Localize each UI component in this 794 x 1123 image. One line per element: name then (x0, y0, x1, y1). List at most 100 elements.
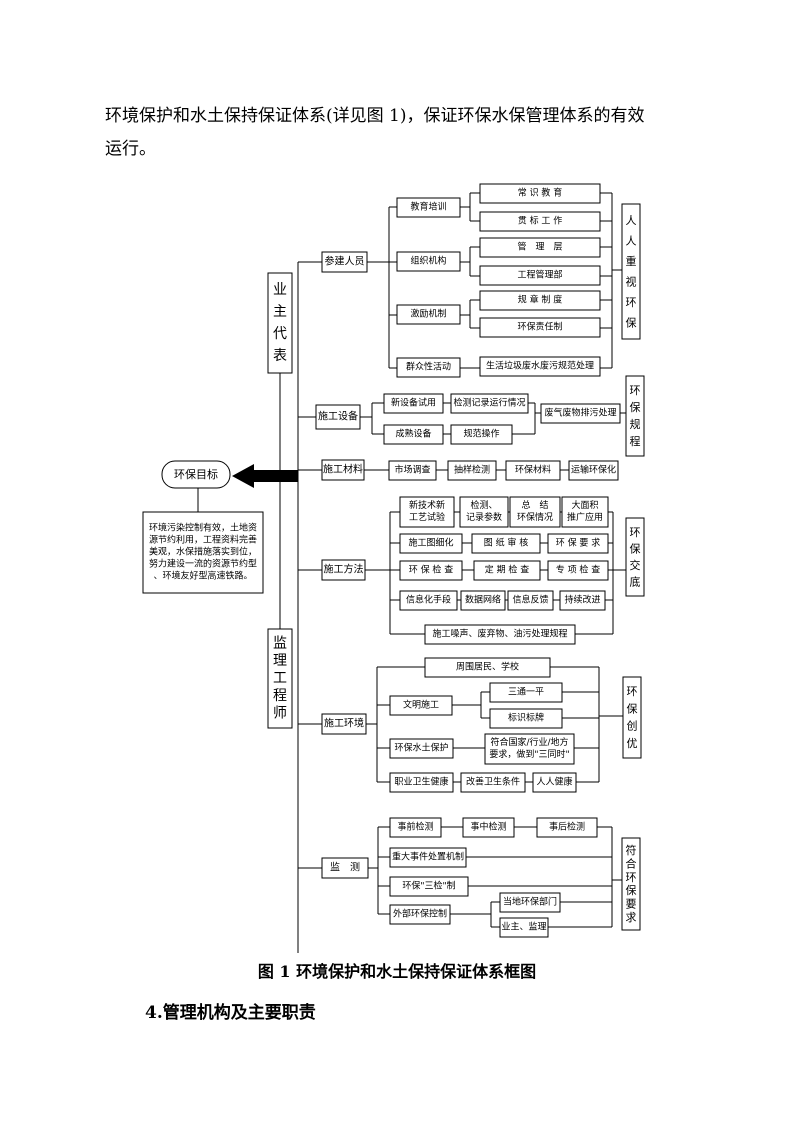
new-technology-box-label: 新技术新 (409, 499, 445, 511)
sampling-test-box-label: 抽样检测 (454, 464, 490, 476)
soil-protection-box: 环保水土保护 (389, 738, 454, 759)
result-monitor-box-char: 合 (626, 857, 637, 871)
pre-inspection-box: 事前检测 (389, 817, 442, 838)
waste-handling-box-label: 生活垃圾废水废污规范处理 (486, 360, 594, 372)
local-env-dept-box-label: 当地环保部门 (503, 896, 557, 908)
section-heading: 4.管理机构及主要职责 (145, 1003, 316, 1023)
norm-operation-box-label: 规范操作 (463, 428, 499, 440)
people-health-box: 人人健康 (532, 772, 577, 793)
soil-protection-box-label: 环保水土保护 (394, 742, 448, 754)
sanitary-box-label: 改善卫生条件 (466, 776, 520, 788)
category-method-box-label: 施工方法 (324, 563, 364, 576)
supervisor-engineer-box-char: 监 (273, 636, 287, 652)
env-requirement-box-label: 环 保 要 求 (556, 537, 601, 549)
result-personnel-box-char: 视 (626, 274, 637, 288)
result-environment-box-char: 保 (627, 701, 638, 715)
owner-representative-box-char: 表 (273, 348, 287, 364)
signs-box-label: 标识标牌 (508, 712, 544, 724)
supervisor-engineer-box-char: 理 (273, 653, 287, 669)
major-event-box: 重大事件处置机制 (389, 847, 467, 868)
norm-operation-box: 规范操作 (450, 424, 513, 445)
drawing-refine-box-label: 施工图细化 (408, 537, 453, 549)
engineering-dept-box-label: 工程管理部 (517, 269, 562, 281)
result-equipment-box-char: 程 (630, 435, 641, 448)
sanitary-box: 改善卫生条件 (460, 772, 526, 793)
external-control-box-label: 外部环保控制 (393, 908, 447, 920)
result-monitor-box-char: 环 (626, 871, 637, 884)
category-personnel-box: 参建人员 (321, 251, 368, 273)
owner-representative-box-char: 业 (273, 282, 287, 298)
category-monitoring-box: 监 测 (321, 857, 369, 879)
intro-line-1: 环境保护和水土保持保证体系(详见图 1)，保证环保水保管理体系的有效 (105, 106, 645, 126)
promote-box-label: 大面积 (571, 499, 598, 511)
transport-box: 运输环保化 (568, 460, 619, 481)
residents-box-label: 周围居民、学校 (456, 661, 519, 673)
result-monitor-box-char: 求 (626, 911, 637, 924)
info-feedback-box-label: 信息反馈 (512, 594, 548, 606)
figure-caption: 图 1 环境保护和水土保持保证体系框图 (257, 962, 537, 981)
post-inspection-box-label: 事后检测 (549, 821, 585, 833)
incentive-mechanism-box: 激励机制 (396, 304, 461, 325)
result-monitor-box-char: 保 (626, 883, 637, 897)
post-inspection-box: 事后检测 (536, 817, 598, 838)
continuous-improve-box-label: 持续改进 (564, 594, 600, 606)
result-method-box-char: 环 (630, 526, 641, 539)
supervisor-engineer-box-char: 师 (273, 705, 287, 721)
result-environment-box-char: 环 (627, 685, 638, 698)
result-method-box-char: 底 (630, 574, 641, 588)
engineering-dept-box: 工程管理部 (479, 265, 601, 286)
env-check-box: 环 保 检 查 (399, 560, 463, 581)
compliance-box-label: 要求，做到"三同时" (489, 748, 569, 760)
result-personnel-box-char: 保 (626, 315, 637, 329)
management-layer-box-label: 管 理 层 (517, 241, 562, 253)
three-checks-box-label: 环保"三检"制 (402, 880, 455, 892)
drawing-review-box-label: 图 纸 审 核 (484, 537, 529, 549)
sampling-test-box: 抽样检测 (447, 460, 497, 481)
env-material-box-label: 环保材料 (515, 464, 551, 476)
goal-description-box-label: 源节约利用，工程资料完善 (149, 534, 257, 546)
result-environment-box-char: 优 (627, 737, 638, 750)
continuous-improve-box: 持续改进 (559, 590, 606, 611)
education-training-box: 教育培训 (396, 197, 461, 218)
goal-description-box-label: 、环境友好型高速铁路。 (153, 570, 252, 582)
organization-box-label: 组织机构 (410, 255, 446, 267)
result-personnel-box-char: 重 (626, 254, 637, 268)
civil-construction-box-label: 文明施工 (403, 699, 439, 711)
owner-supervisor-box: 业主、监理 (499, 917, 549, 938)
major-event-box-label: 重大事件处置机制 (392, 851, 464, 863)
env-material-box: 环保材料 (505, 460, 561, 481)
special-check-box-label: 专 项 检 查 (556, 564, 601, 576)
category-environment-box-label: 施工环境 (324, 717, 364, 730)
category-environment-box: 施工环境 (321, 713, 367, 735)
category-method-box: 施工方法 (321, 559, 366, 581)
noise-waste-box-label: 施工噪声、废弃物、油污处理规程 (432, 628, 567, 640)
waste-handling-box: 生活垃圾废水废污规范处理 (479, 356, 601, 377)
mid-inspection-box-label: 事中检测 (470, 821, 506, 833)
market-survey-box: 市场调查 (388, 460, 437, 481)
owner-representative-box-char: 主 (273, 304, 287, 320)
supervisor-engineer-box-char: 工 (273, 671, 287, 687)
three-links-box-label: 三通一平 (508, 687, 544, 698)
result-personnel-box-char: 环 (626, 296, 637, 309)
rules-box-label: 规 章 制 度 (518, 294, 563, 306)
signs-box: 标识标牌 (489, 708, 563, 729)
market-survey-box-label: 市场调查 (394, 464, 430, 476)
new-equipment-box-label: 新设备试用 (391, 397, 436, 409)
mass-activity-box: 群众性活动 (396, 357, 461, 378)
standards-work-box-label: 贯 标 工 作 (518, 215, 563, 227)
result-equipment-box-char: 环 (630, 384, 641, 397)
owner-representative-box-char: 代 (273, 326, 287, 342)
supervisor-engineer-box-char: 程 (273, 688, 287, 704)
intro-line-2: 运行。 (105, 139, 156, 159)
waste-gas-box: 废气废物排污处理 (540, 403, 621, 424)
compliance-box-label: 符合国家/行业/地方 (490, 736, 568, 748)
residents-box: 周围居民、学校 (424, 657, 551, 678)
detect-record-box-label: 检测、 (470, 499, 497, 511)
